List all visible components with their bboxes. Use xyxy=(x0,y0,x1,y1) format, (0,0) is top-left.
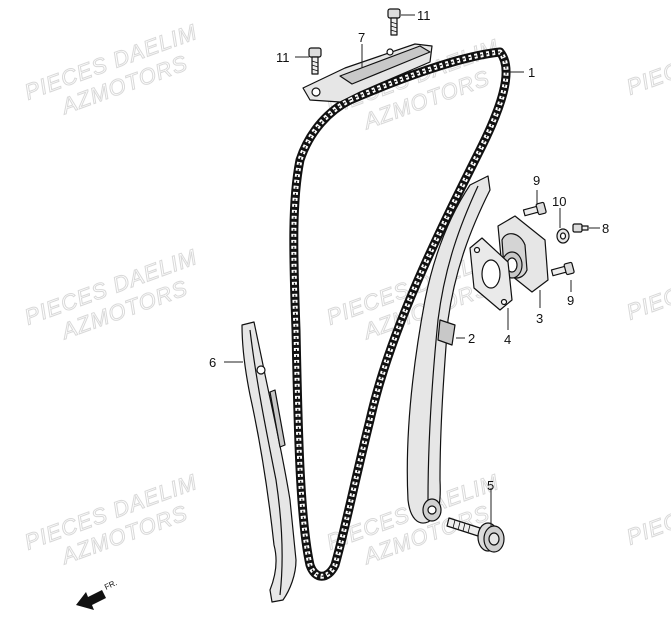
callout-1: 1 xyxy=(528,65,535,80)
cam-chain xyxy=(289,47,511,581)
callout-3: 3 xyxy=(536,311,543,326)
pivot-bolt xyxy=(446,517,505,553)
watermark-line1: PIECES DAELIM xyxy=(623,239,671,325)
upper-chain-guide xyxy=(302,43,433,103)
watermark-line1: PIECES DAELIM xyxy=(623,464,671,550)
callout-5: 5 xyxy=(487,478,494,493)
callout-11-right: 11 xyxy=(417,8,431,23)
callout-6: 6 xyxy=(209,355,216,370)
callout-7: 7 xyxy=(358,30,365,45)
callout-9-lower: 9 xyxy=(567,293,574,308)
bolt-9-upper xyxy=(522,201,547,217)
front-label: FR. xyxy=(103,578,118,592)
chain-tensioner-arm xyxy=(406,175,491,524)
callouts: 1 2 3 4 5 6 7 8 9 9 10 11 11 xyxy=(209,8,609,493)
tensioner-gasket xyxy=(469,237,513,311)
leader-lines xyxy=(224,14,600,526)
callout-8: 8 xyxy=(602,221,609,236)
front-direction-indicator: FR. xyxy=(76,578,119,610)
callout-10: 10 xyxy=(552,194,566,209)
sealing-washer xyxy=(556,228,570,244)
bolt-11-left xyxy=(308,47,322,75)
bolt-11-right xyxy=(387,8,401,36)
bolt-8 xyxy=(572,223,589,233)
callout-2: 2 xyxy=(468,331,475,346)
callout-11-left: 11 xyxy=(276,50,290,65)
bolt-9-lower xyxy=(550,261,575,277)
callout-9-upper: 9 xyxy=(533,173,540,188)
arrow-left-down-icon xyxy=(76,590,106,610)
watermark-line1: PIECES DAELIM xyxy=(623,14,671,100)
callout-4: 4 xyxy=(504,332,511,347)
chain-guide xyxy=(241,321,297,603)
